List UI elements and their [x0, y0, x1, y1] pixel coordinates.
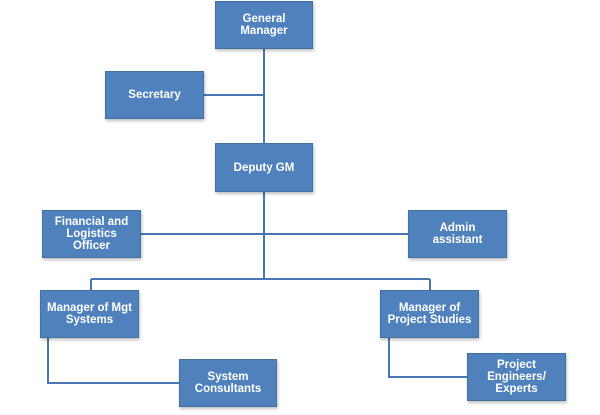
- connector-project-engineers: [388, 338, 467, 378]
- manager-project-studies-box: Manager of Project Studies: [380, 290, 479, 338]
- financial-logistics-officer-box: Financial and Logistics Officer: [42, 210, 141, 258]
- system-consultants-box: System Consultants: [179, 359, 277, 407]
- manager-mgt-systems-box: Manager of Mgt Systems: [40, 290, 139, 338]
- secretary-box: Secretary: [105, 71, 204, 119]
- deputy-gm-box: Deputy GM: [215, 143, 313, 192]
- project-engineers-experts-box: Project Engineers/ Experts: [467, 353, 566, 401]
- connector-system-consultants: [47, 338, 179, 384]
- admin-assistant-box: Admin assistant: [408, 210, 507, 258]
- general-manager-box: General Manager: [215, 1, 313, 49]
